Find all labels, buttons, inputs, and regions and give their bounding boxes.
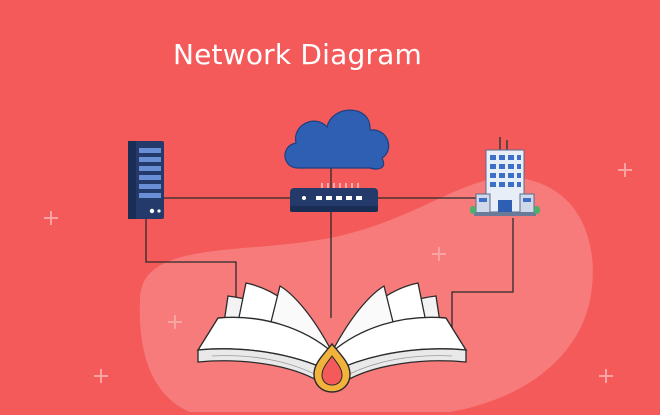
connection-lines <box>145 168 514 328</box>
edge-server-book <box>145 218 237 322</box>
server-rack-icon <box>128 141 164 219</box>
office-building-icon <box>470 137 540 216</box>
open-book-icon <box>196 282 468 393</box>
page-title: Network Diagram <box>172 38 423 71</box>
edge-building-book <box>451 218 514 328</box>
network-switch-icon <box>290 183 378 212</box>
sparkle-decoration <box>44 211 58 225</box>
sparkle-decoration <box>94 369 108 383</box>
cloud-icon <box>284 109 390 170</box>
sparkle-decoration <box>599 369 613 383</box>
sparkle-decoration <box>618 163 632 177</box>
sparkle-decoration <box>432 247 446 261</box>
sparkle-decoration <box>168 315 182 329</box>
